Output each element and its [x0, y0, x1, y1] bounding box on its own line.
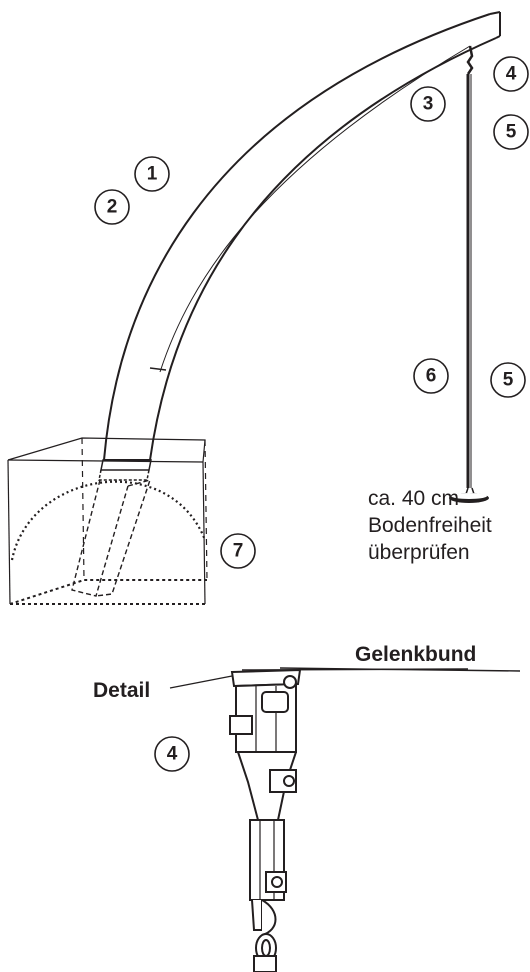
detail-label: Detail: [93, 679, 151, 702]
ground-clearance-note: ca. 40 cm Bodenfreiheit überprüfen: [368, 485, 492, 566]
ground-plate: [449, 493, 489, 503]
callout-4-top: 4: [493, 56, 529, 92]
callout-1-label: 1: [147, 164, 158, 185]
curved-post: [103, 11, 501, 461]
callout-4-detail-label: 4: [167, 744, 178, 765]
callout-2: 2: [94, 189, 130, 225]
callout-5-bottom-label: 5: [503, 370, 514, 391]
ground-sleeve-box: [7, 437, 208, 605]
callout-7-label: 7: [233, 541, 244, 562]
note-line-3: überprüfen: [368, 541, 470, 564]
detail-leaders: [169, 667, 521, 689]
callout-3-label: 3: [423, 94, 434, 115]
chain-rod: [464, 45, 476, 495]
post-collar: [98, 459, 152, 481]
callout-4-top-label: 4: [506, 64, 517, 85]
callout-4-detail: 4: [154, 736, 190, 772]
callout-3: 3: [410, 86, 446, 122]
note-line-1: ca. 40 cm: [368, 487, 460, 510]
gelenkbund-label: Gelenkbund: [355, 643, 477, 666]
callout-5-bottom: 5: [490, 362, 526, 398]
callout-5-top: 5: [493, 114, 529, 150]
callout-2-label: 2: [107, 197, 118, 218]
callout-5-top-label: 5: [506, 122, 517, 143]
callout-6-label: 6: [426, 366, 437, 387]
callout-7: 7: [220, 533, 256, 569]
callout-6: 6: [413, 358, 449, 394]
joint-detail: [229, 668, 302, 972]
callout-1: 1: [134, 156, 170, 192]
note-line-2: Bodenfreiheit: [368, 514, 492, 537]
